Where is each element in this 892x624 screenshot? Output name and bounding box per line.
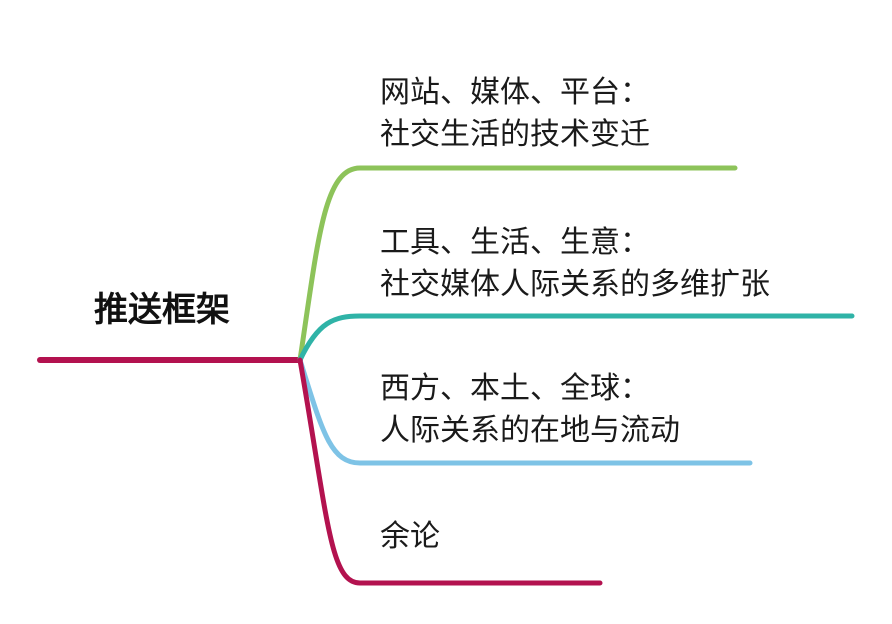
branch-topic-4: 余论 xyxy=(380,516,440,558)
branch-connector-4 xyxy=(297,357,603,586)
branch-connector-2 xyxy=(297,313,855,363)
branch-3-line-2: 人际关系的在地与流动 xyxy=(380,413,680,448)
branch-2-line-1: 工具、生活、生意： xyxy=(380,225,650,260)
root-topic: 推送框架 xyxy=(94,290,230,330)
branch-topic-3: 西方、本土、全球： 人际关系的在地与流动 xyxy=(380,368,680,452)
branch-1-line-2: 社交生活的技术变迁 xyxy=(380,117,650,152)
branch-2-line-2: 社交媒体人际关系的多维扩张 xyxy=(380,267,770,302)
branch-connector-1 xyxy=(297,165,738,363)
branch-4-line-1: 余论 xyxy=(380,519,440,554)
branch-connector-3 xyxy=(297,357,753,466)
branch-3-line-1: 西方、本土、全球： xyxy=(380,371,650,406)
branch-topic-1: 网站、媒体、平台： 社交生活的技术变迁 xyxy=(380,72,650,156)
branch-topic-2: 工具、生活、生意： 社交媒体人际关系的多维扩张 xyxy=(380,222,770,306)
branch-1-line-1: 网站、媒体、平台： xyxy=(380,75,650,110)
